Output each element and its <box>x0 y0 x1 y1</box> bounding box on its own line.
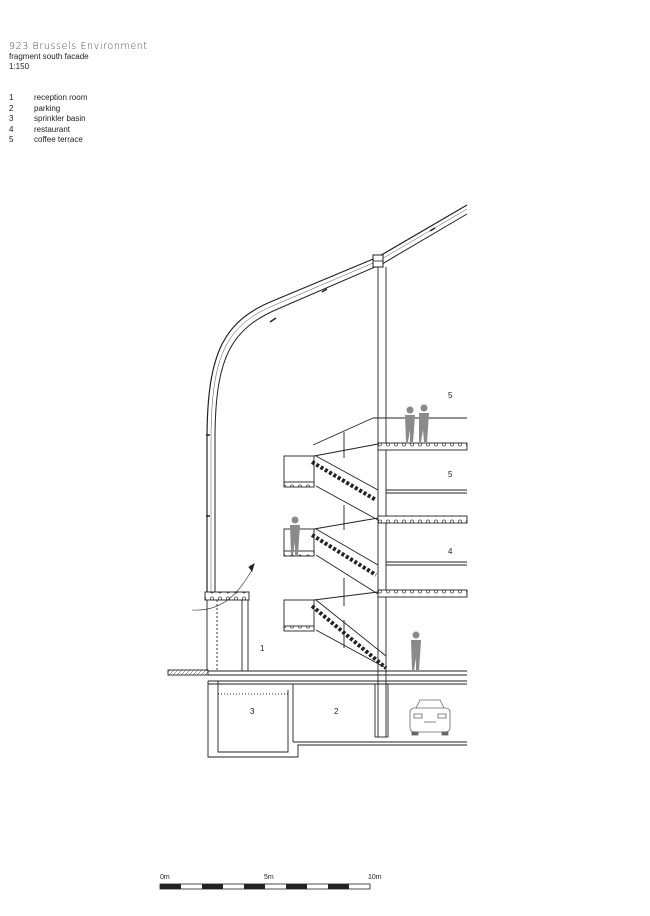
person-icon <box>405 406 415 442</box>
legend-item: 2 parking <box>9 104 87 115</box>
legend-number: 5 <box>9 135 14 144</box>
drawing-scale: 1:150 <box>9 62 30 71</box>
drawing-subtitle: fragment south facade <box>9 52 89 61</box>
main-column <box>377 267 387 737</box>
legend-number: 3 <box>9 114 14 123</box>
person-icon <box>419 404 429 442</box>
drawing-header: 923 Brussels Environment fragment south … <box>9 42 148 72</box>
legend-label: reception room <box>34 93 88 102</box>
legend-number: 4 <box>9 124 14 134</box>
basement <box>207 680 467 758</box>
scale-mid: 5m <box>264 874 274 881</box>
scale-bar: 0m 5m 10m <box>159 874 382 890</box>
person-icon <box>290 516 300 555</box>
curved-facade <box>206 204 468 592</box>
legend-number: 1 <box>9 93 14 102</box>
legend: 1 reception room 2 parking 3 sprinkler basi… <box>9 93 87 146</box>
legend-label: restaurant <box>34 124 71 134</box>
floor-slabs <box>377 442 468 598</box>
label-sprinkler-basin: 3 <box>250 707 255 716</box>
scale-start: 0m <box>160 874 170 881</box>
label-restaurant: 4 <box>448 547 453 556</box>
drawing-title: 923 Brussels Environment <box>9 41 148 52</box>
ground-slab <box>167 669 467 685</box>
entrance <box>191 563 255 671</box>
label-coffee-terrace-top: 5 <box>448 391 453 400</box>
legend-label: coffee terrace <box>34 135 83 144</box>
scale-end: 10m <box>368 874 382 881</box>
staircase <box>283 417 467 670</box>
legend-item: 3 sprinkler basin <box>9 114 87 125</box>
person-icon <box>411 631 421 670</box>
legend-label: parking <box>34 103 61 113</box>
label-reception-room: 1 <box>260 644 265 653</box>
car-icon <box>409 699 451 736</box>
legend-item: 4 restaurant <box>9 125 87 136</box>
legend-item: 5 coffee terrace <box>9 135 87 146</box>
legend-item: 1 reception room <box>9 93 87 104</box>
label-parking: 2 <box>334 707 339 716</box>
label-coffee-terrace: 5 <box>448 470 453 479</box>
person-icons <box>290 404 429 670</box>
legend-number: 2 <box>9 103 14 113</box>
legend-label: sprinkler basin <box>34 114 86 123</box>
